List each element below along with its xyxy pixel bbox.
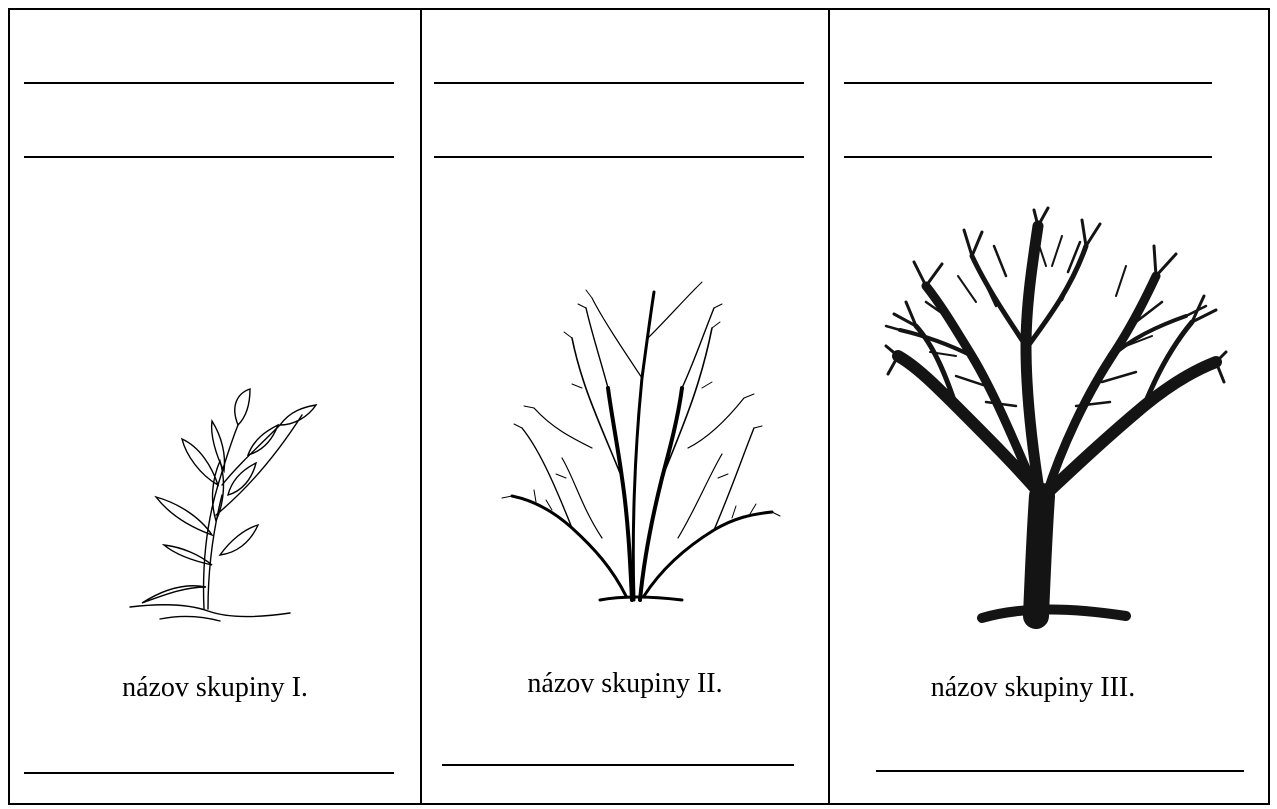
shrub-icon: [501, 281, 781, 602]
group-label-col3: názov skupiny III.: [930, 672, 1136, 703]
column-divider-1: [420, 10, 422, 803]
answer-line-col1-top[interactable]: [24, 82, 394, 84]
answer-line-col1-middle[interactable]: [24, 156, 394, 158]
answer-line-col3-bottom[interactable]: [876, 770, 1244, 772]
group-label-col1: názov skupiny I.: [122, 672, 308, 703]
answer-line-col3-middle[interactable]: [844, 156, 1212, 158]
group-label-col2: názov skupiny II.: [527, 668, 723, 699]
answer-line-col2-bottom[interactable]: [442, 764, 794, 766]
column-divider-2: [828, 10, 830, 803]
worksheet-table: názov skupiny I.: [8, 8, 1270, 805]
answer-line-col3-top[interactable]: [844, 82, 1212, 84]
answer-line-col2-middle[interactable]: [434, 156, 804, 158]
herb-icon: [129, 388, 318, 622]
tree-icon: [884, 206, 1228, 629]
answer-line-col1-bottom[interactable]: [24, 772, 394, 774]
answer-line-col2-top[interactable]: [434, 82, 804, 84]
